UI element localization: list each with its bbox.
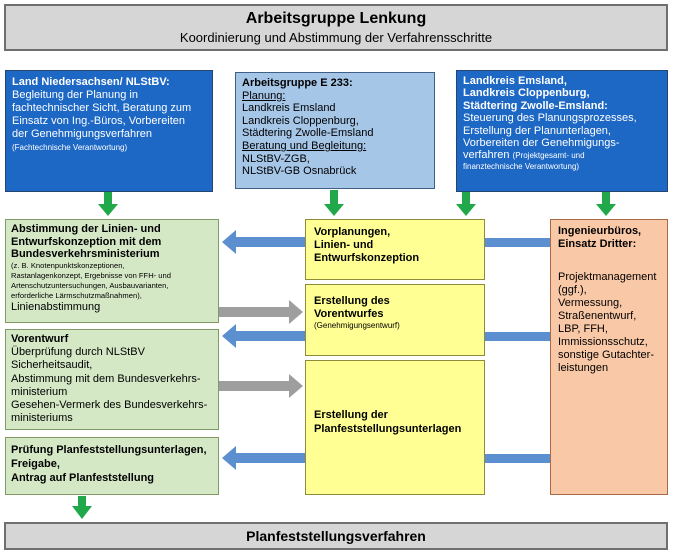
pruefung-line: Prüfung Planfeststellungsunterlagen, (11, 444, 207, 456)
abstimmung-detail: Artenschutzuntersuchungen, Ausbauvariant… (11, 280, 169, 290)
green-down-arrow (456, 192, 476, 216)
blue-connector-bar (485, 332, 550, 341)
ingenieurbueros-line: Projektmanagement (558, 271, 657, 283)
e233-title: Arbeitsgruppe E 233: (242, 77, 353, 89)
nlstbv-line: der Genehmigungsverfahren (12, 128, 153, 140)
ingenieurbueros-line: leistungen (558, 362, 609, 374)
ingenieurbueros-line: Straßenentwurf, (558, 310, 637, 322)
green-down-arrow (98, 192, 118, 216)
green-down-arrow (72, 496, 92, 519)
abstimmung-detail: erforderliche Lärmschutzmaßnahmen), (11, 290, 142, 300)
green-down-arrow (324, 190, 344, 216)
vorentwurf-erstellung-line: Vorentwurfes (314, 308, 384, 320)
planfeststellungsunterlagen-box: Erstellung der Planfeststellungsunterlag… (305, 360, 485, 495)
lenkung-subtitle: Koordinierung und Abstimmung der Verfahr… (179, 30, 493, 45)
e233-box: Arbeitsgruppe E 233: Planung: Landkreis … (235, 72, 435, 189)
landkreis-box: Landkreis Emsland, Landkreis Cloppenburg… (456, 70, 668, 192)
blue-connector-bar (485, 238, 550, 247)
linienabstimmung-text: Linienabstimmung (11, 300, 101, 313)
nlstbv-line: fachtechnischer Sicht, Beratung zum (12, 102, 192, 114)
ingenieurbueros-box: Ingenieurbüros, Einsatz Dritter: Projekt… (550, 219, 668, 495)
vorentwurf-title: Vorentwurf (11, 333, 69, 345)
ingenieurbueros-line: Vermessung, (558, 297, 623, 309)
e233-planung-item: Städtering Zwolle-Emsland (242, 127, 374, 140)
landkreis-line: Erstellung der Planunterlagen, (463, 124, 611, 137)
green-down-arrow (596, 192, 616, 216)
pruefung-box: Prüfung Planfeststellungsunterlagen, Fre… (5, 437, 219, 495)
e233-beratung-label: Beratung und Begleitung: (242, 139, 367, 152)
vorentwurf-line: Sicherheitsaudit, (11, 359, 93, 372)
pruefung-line: Antrag auf Planfeststellung (11, 472, 155, 484)
e233-planung-item: Landkreis Cloppenburg, (242, 114, 359, 127)
nlstbv-line: Begleitung der Planung in (12, 89, 138, 101)
landkreis-line-with-note: verfahren (Projektgesamt- und (463, 149, 661, 161)
vorentwurf-line: Abstimmung mit dem Bundesverkehrs- (11, 372, 201, 385)
ingenieurbueros-line: sonstige Gutachter- (558, 349, 654, 361)
landkreis-note: (Projektgesamt- und (512, 151, 585, 161)
vorentwurf-erstellung-box: Erstellung des Vorentwurfes (Genehmigung… (305, 284, 485, 356)
blue-left-arrow (222, 324, 305, 348)
landkreis-line: Steuerung des Planungsprozesses, (463, 112, 637, 125)
abstimmung-linien-box: Abstimmung der Linien- und Entwurfskonze… (5, 219, 219, 323)
grey-right-arrow (219, 374, 303, 398)
abstimmung-title-line: Bundesverkehrsministerium (11, 248, 160, 260)
blue-left-arrow (222, 446, 305, 470)
landkreis-title-line: Städtering Zwolle-Emsland: (463, 99, 608, 112)
e233-beratung-item: NLStBV-GB Osnabrück (242, 165, 357, 178)
abstimmung-detail: Rastanlagenkonzept, Ergebnisse von FFH- … (11, 270, 171, 280)
vorplanungen-box: Vorplanungen, Linien- und Entwurfskonzep… (305, 219, 485, 280)
vorplanungen-line: Vorplanungen, (314, 226, 391, 238)
lenkung-title: Arbeitsgruppe Lenkung (245, 10, 427, 27)
landkreis-title-line: Landkreis Cloppenburg, (463, 87, 590, 100)
planfeststellungsverfahren-box: Planfeststellungsverfahren (4, 522, 668, 550)
ingenieurbueros-line: (ggf.), (558, 284, 587, 296)
vorentwurf-box: Vorentwurf Überprüfung durch NLStBV Sich… (5, 329, 219, 430)
planfeststellungsverfahren-title: Planfeststellungsverfahren (246, 528, 426, 544)
abstimmung-title-line: Entwurfskonzeption mit dem (11, 235, 162, 248)
vorentwurf-line: ministeriums (11, 412, 73, 425)
landkreis-note: finanztechnische Verantwortung) (463, 161, 580, 171)
landkreis-line: verfahren (463, 149, 510, 162)
abstimmung-title-line: Abstimmung der Linien- und (11, 223, 161, 235)
ingenieurbueros-title-line: Ingenieurbüros, (558, 225, 642, 237)
e233-beratung-item: NLStBV-ZGB, (242, 152, 310, 165)
grey-right-arrow (219, 300, 303, 324)
ingenieurbueros-line: Immissionsschutz, (558, 336, 648, 348)
pruefung-line: Freigabe, (11, 458, 60, 470)
vorentwurf-line: Gesehen-Vermerk des Bundesverkehrs- (11, 399, 208, 412)
planfeststellungsunterlagen-line: Planfeststellungsunterlagen (314, 423, 462, 435)
e233-planung-item: Landkreis Emsland (242, 102, 336, 115)
vorentwurf-erstellung-line: Erstellung des (314, 295, 390, 307)
nlstbv-line: Einsatz von Ing.-Büros, Vorbereiten (12, 115, 186, 127)
abstimmung-detail: (z. B. Knotenpunktskonzeptionen, (11, 260, 125, 270)
landkreis-line: Vorbereiten der Genehmigungs- (463, 137, 620, 150)
landkreis-title-line: Landkreis Emsland, (463, 75, 567, 87)
nlstbv-title: Land Niedersachsen/ NLStBV: (12, 76, 170, 88)
vorentwurf-line: Überprüfung durch NLStBV (11, 346, 145, 359)
vorplanungen-line: Linien- und (314, 239, 374, 251)
vorentwurf-line: ministerium (11, 385, 68, 398)
ingenieurbueros-line: LBP, FFH, (558, 323, 608, 335)
ingenieurbueros-title-line: Einsatz Dritter: (558, 238, 637, 250)
nlstbv-box: Land Niedersachsen/ NLStBV: Begleitung d… (5, 70, 213, 192)
blue-connector-bar (485, 454, 550, 463)
vorplanungen-line: Entwurfskonzeption (314, 252, 420, 264)
arbeitsgruppe-lenkung-box: Arbeitsgruppe Lenkung Koordinierung und … (4, 4, 668, 51)
blue-left-arrow (222, 230, 305, 254)
e233-planung-label: Planung: (242, 89, 286, 102)
planfeststellungsunterlagen-line: Erstellung der (314, 409, 388, 421)
nlstbv-note: (Fachtechnische Verantwortung) (12, 143, 128, 152)
genehmigungsentwurf-note: (Genehmigungsentwurf) (314, 321, 400, 330)
